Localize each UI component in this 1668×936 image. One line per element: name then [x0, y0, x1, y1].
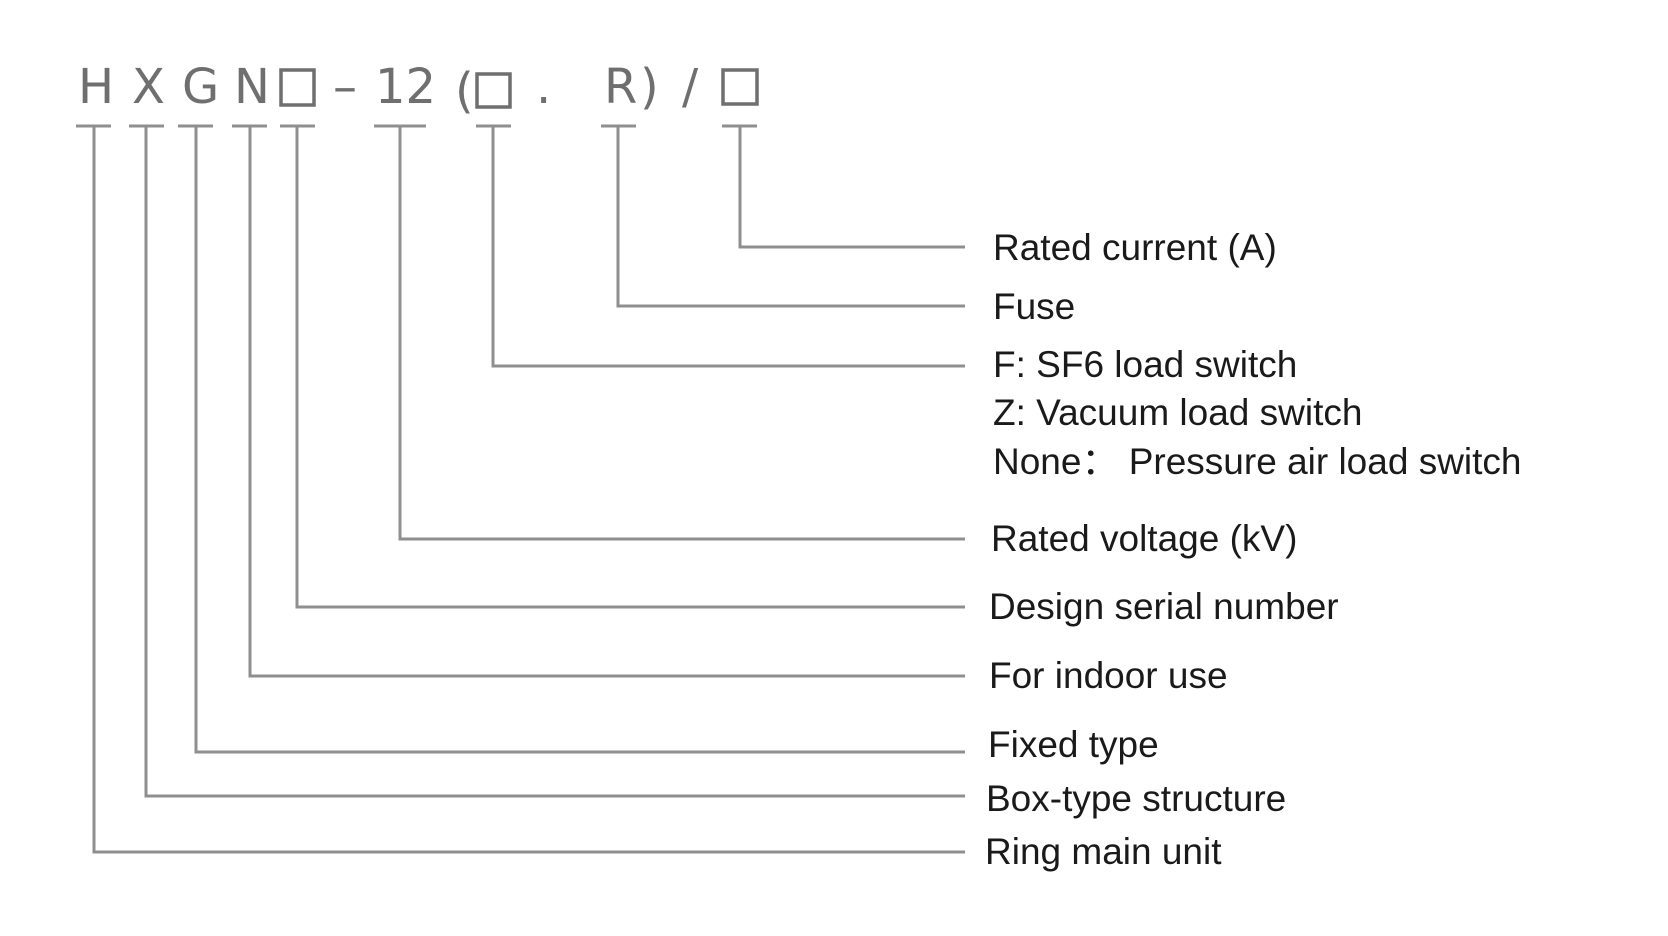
leader-indoor-use [248, 126, 965, 678]
desc-switch-type-z: Z: Vacuum load switch [993, 392, 1362, 433]
code-char-r: R [604, 59, 637, 115]
model-code: H X G N – 12 ( . R ) / [78, 59, 759, 119]
desc-indoor-use: For indoor use [989, 655, 1228, 696]
code-char-h: H [78, 59, 114, 115]
leader-fuse [616, 126, 965, 308]
desc-design-serial: Design serial number [989, 586, 1339, 627]
desc-ring-main: Ring main unit [985, 831, 1222, 872]
leader-switch-type [491, 126, 965, 368]
leader-rated-voltage [398, 126, 965, 541]
code-char-slash: / [682, 59, 699, 115]
code-char-g: G [182, 59, 219, 115]
code-char-dot: . [536, 59, 551, 115]
leader-box-type [144, 126, 965, 798]
code-placeholder-box-3 [721, 68, 759, 106]
descriptions: Rated current (A) Fuse F: SF6 load switc… [985, 227, 1522, 872]
desc-switch-type-none: None： Pressure air load switch [993, 441, 1522, 482]
leader-rated-current [738, 126, 965, 249]
code-char-n: N [234, 59, 270, 115]
code-placeholder-box-1 [279, 68, 316, 107]
leader-lines [92, 126, 965, 854]
desc-box-type: Box-type structure [986, 778, 1286, 819]
desc-fuse: Fuse [993, 286, 1075, 327]
desc-switch-type-f: F: SF6 load switch [993, 344, 1297, 385]
leader-design-serial [295, 126, 965, 609]
code-char-close-paren: ) [640, 59, 659, 115]
desc-rated-current: Rated current (A) [993, 227, 1277, 268]
code-placeholder-box-2 [475, 72, 512, 109]
desc-fixed-type: Fixed type [988, 724, 1159, 765]
code-char-12: 12 [375, 59, 436, 115]
code-char-x: X [132, 59, 165, 115]
code-char-dash: – [333, 59, 357, 115]
leader-fixed-type [194, 126, 965, 754]
leader-ring-main [92, 126, 965, 854]
desc-rated-voltage: Rated voltage (kV) [991, 518, 1297, 559]
code-char-open-paren: ( [455, 63, 474, 119]
